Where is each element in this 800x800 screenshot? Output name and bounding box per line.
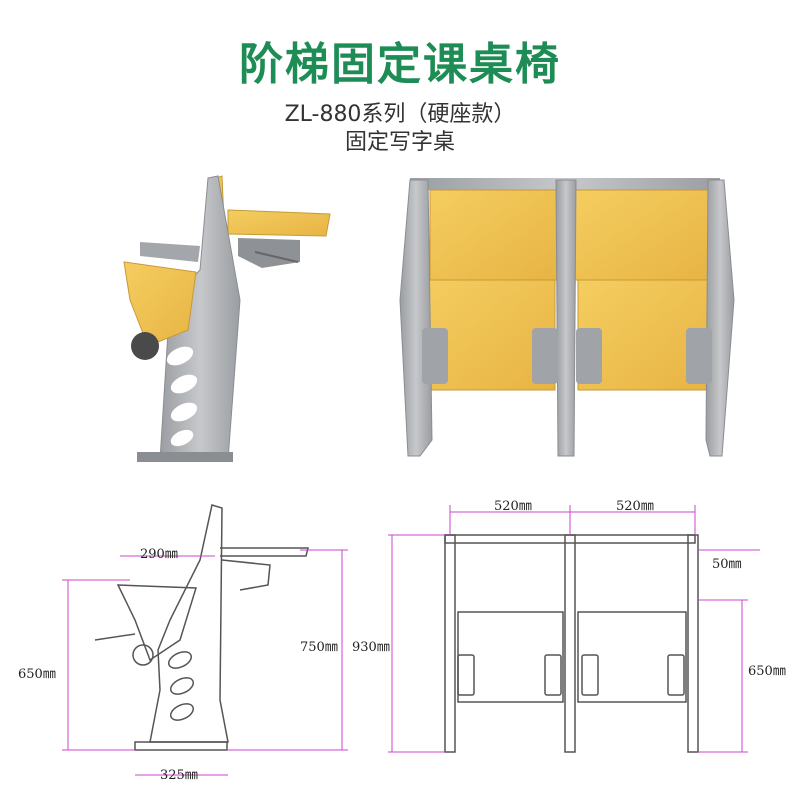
dim-front-left-width: 520㎜	[494, 499, 532, 514]
dim-front-offset: 50㎜	[712, 557, 742, 572]
dimension-lines	[62, 505, 760, 776]
side-view-drawing	[94, 504, 309, 751]
dim-side-depth: 290㎜	[140, 547, 178, 562]
dim-side-seat-height: 650㎜	[18, 667, 56, 682]
dim-front-right-width: 520㎜	[616, 499, 654, 514]
dim-side-base-width: 325㎜	[160, 768, 198, 783]
dim-side-desk-height: 750㎜	[300, 640, 338, 655]
page-title: 阶梯固定课桌椅	[239, 39, 561, 90]
dim-front-seat-height: 650㎜	[748, 664, 786, 679]
front-view-drawing	[444, 534, 699, 753]
side-chair-photo	[123, 175, 331, 462]
front-chairs-photo	[399, 178, 735, 457]
model-subtitle: ZL-880系列（硬座款）	[284, 102, 516, 127]
desk-subtitle: 固定写字桌	[344, 130, 455, 155]
dim-front-total-height: 930㎜	[352, 640, 390, 655]
